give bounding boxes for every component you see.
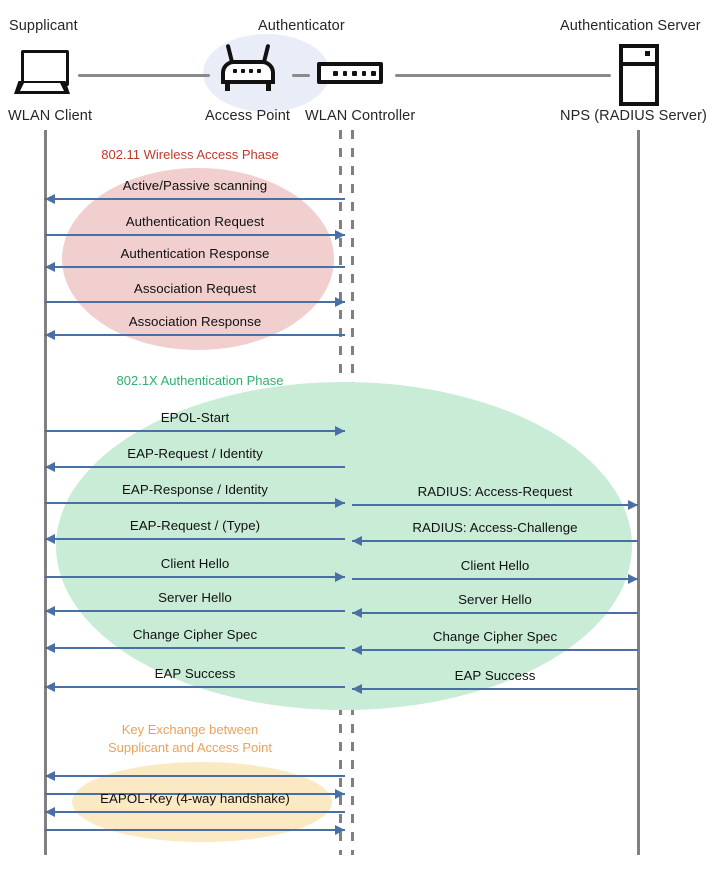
wire-ap-to-controller	[292, 74, 310, 77]
actor-device-wlan-client: WLAN Client	[8, 108, 93, 124]
arrow-head-left-icon	[45, 262, 55, 272]
message-arrow-right	[352, 504, 638, 506]
wire-client-to-ap	[78, 74, 210, 77]
message-label: RADIUS: Access-Challenge	[412, 520, 578, 535]
message-label: Association Response	[128, 314, 262, 329]
arrow-head-right-icon	[335, 297, 345, 307]
arrow-head-left-icon	[352, 645, 362, 655]
message-label: Server Hello	[458, 592, 532, 607]
message-arrow-right	[45, 502, 345, 504]
message-label: Association Request	[133, 281, 257, 296]
actor-role-supplicant: Supplicant	[9, 18, 78, 34]
arrow-head-right-icon	[628, 500, 638, 510]
message-arrow-left	[45, 538, 345, 540]
message-label: Server Hello	[158, 590, 232, 605]
message-label: Client Hello	[460, 558, 530, 573]
message-arrow-left	[352, 688, 638, 690]
message-label: RADIUS: Access-Request	[417, 484, 573, 499]
message-arrow-left	[45, 647, 345, 649]
actor-device-wlan-controller: WLAN Controller	[305, 108, 416, 124]
message-arrow-right	[352, 578, 638, 580]
message-label: EPOL-Start	[160, 410, 230, 425]
actor-role-authentication-server: Authentication Server	[560, 18, 701, 34]
message-arrow-left	[45, 686, 345, 688]
message-arrow-right	[45, 430, 345, 432]
arrow-head-left-icon	[45, 807, 55, 817]
message-arrow-right	[45, 829, 345, 831]
message-label: Authentication Request	[125, 214, 265, 229]
arrow-head-right-icon	[335, 498, 345, 508]
message-arrow-left	[352, 649, 638, 651]
message-label: EAP-Request / (Type)	[129, 518, 261, 533]
arrow-head-left-icon	[45, 194, 55, 204]
message-label: Authentication Response	[120, 246, 270, 261]
message-arrow-right	[45, 576, 345, 578]
arrow-head-right-icon	[335, 230, 345, 240]
server-icon	[619, 44, 659, 106]
message-arrow-left	[352, 540, 638, 542]
wire-controller-to-server	[395, 74, 611, 77]
lifeline-supplicant	[44, 130, 47, 855]
message-arrow-left	[45, 334, 345, 336]
message-label: Client Hello	[160, 556, 230, 571]
message-label: EAP-Response / Identity	[121, 482, 268, 497]
message-arrow-left	[45, 775, 345, 777]
actor-role-authenticator: Authenticator	[258, 18, 345, 34]
message-label: EAP Success	[454, 668, 536, 683]
arrow-head-left-icon	[45, 771, 55, 781]
message-arrow-right	[45, 793, 345, 795]
message-arrow-left	[45, 466, 345, 468]
arrow-head-left-icon	[45, 330, 55, 340]
arrow-head-left-icon	[45, 682, 55, 692]
arrow-head-right-icon	[335, 789, 345, 799]
message-arrow-left	[352, 612, 638, 614]
wlan-controller-icon	[317, 44, 383, 96]
message-arrow-left	[45, 811, 345, 813]
message-label: EAP-Request / Identity	[127, 446, 263, 461]
arrow-head-left-icon	[352, 684, 362, 694]
arrow-head-left-icon	[45, 534, 55, 544]
arrow-head-right-icon	[335, 825, 345, 835]
actor-device-access-point: Access Point	[205, 108, 291, 124]
message-arrow-left	[45, 610, 345, 612]
arrow-head-left-icon	[45, 643, 55, 653]
message-arrow-right	[45, 301, 345, 303]
laptop-icon	[14, 50, 70, 96]
message-arrow-left	[45, 266, 345, 268]
phase-label-key-exchange-line1: Key Exchange between	[121, 722, 259, 737]
arrow-head-right-icon	[335, 572, 345, 582]
message-label: EAP Success	[154, 666, 236, 681]
message-arrow-right	[45, 234, 345, 236]
arrow-head-left-icon	[45, 606, 55, 616]
lifeline-auth-server	[637, 130, 640, 855]
arrow-head-left-icon	[352, 536, 362, 546]
message-arrow-left	[45, 198, 345, 200]
access-point-icon	[213, 43, 283, 96]
message-label: EAPOL-Key (4-way handshake)	[100, 791, 290, 806]
message-label: Change Cipher Spec	[132, 627, 258, 642]
message-label: Change Cipher Spec	[432, 629, 558, 644]
phase-label-key-exchange-line2: Supplicant and Access Point	[107, 740, 273, 755]
actor-device-nps-radius-server: NPS (RADIUS Server)	[560, 108, 707, 124]
arrow-head-right-icon	[335, 426, 345, 436]
arrow-head-left-icon	[352, 608, 362, 618]
arrow-head-left-icon	[45, 462, 55, 472]
message-label: Active/Passive scanning	[122, 178, 268, 193]
phase-blob-8021x	[56, 382, 632, 710]
phase-label-8021x: 802.1X Authentication Phase	[116, 373, 284, 388]
phase-label-80211: 802.11 Wireless Access Phase	[101, 147, 279, 162]
arrow-head-right-icon	[628, 574, 638, 584]
